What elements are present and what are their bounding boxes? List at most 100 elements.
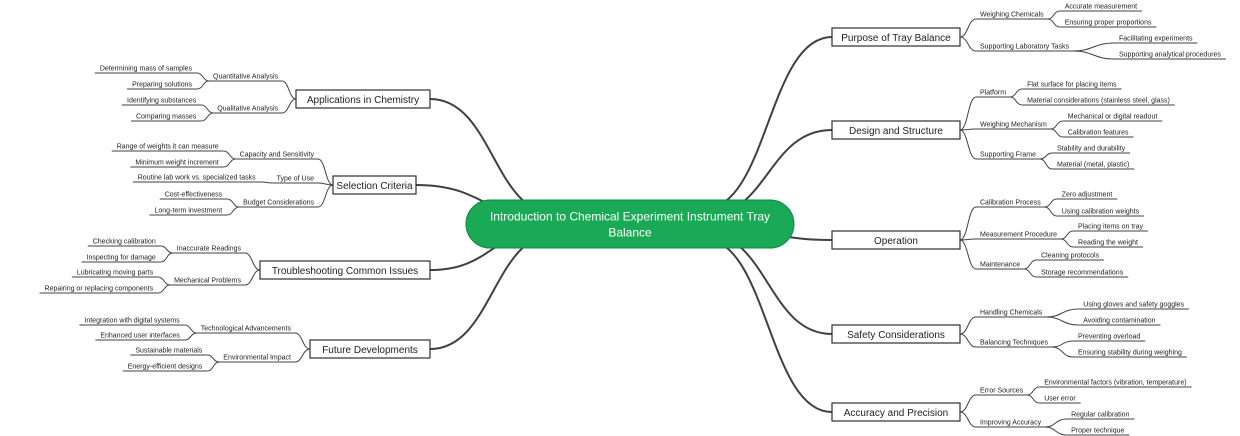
edge-leaf-comparing-masses	[201, 112, 214, 122]
sub-budget-considerations: Budget Considerations	[243, 200, 314, 207]
edge-sub-supporting-laboratory-tasks	[959, 36, 977, 52]
edge-main-purpose-of-tray-balance	[703, 36, 833, 211]
edge-sub-technological-advancements	[294, 332, 311, 350]
edge-leaf-inspecting-for-damage	[160, 252, 173, 263]
edge-leaf-long-term-investment	[227, 206, 240, 216]
leaf-supporting-analytical-procedures: Supporting analytical procedures	[1119, 52, 1221, 59]
sub-supporting-laboratory-tasks: Supporting Laboratory Tasks	[980, 44, 1069, 51]
leaf-storage-recommendations: Storage recommendations	[1041, 270, 1124, 277]
edge-sub-capacity-and-sensitivity	[317, 158, 334, 186]
leaf-preparing-solutions: Preparing solutions	[132, 82, 192, 89]
branch-operation[interactable]: Operation	[831, 230, 961, 250]
edge-leaf-routine-lab-work-vs-specialized-tasks	[260, 181, 273, 184]
central-topic[interactable]: Introduction to Chemical Experiment Inst…	[465, 199, 795, 249]
branch-box	[295, 89, 431, 109]
branch-safety-considerations[interactable]: Safety Considerations	[831, 324, 961, 344]
edge-sub-balancing-techniques	[959, 333, 977, 348]
sub-capacity-and-sensitivity: Capacity and Sensitivity	[240, 152, 315, 159]
branch-applications-in-chemistry[interactable]: Applications in Chemistry	[295, 89, 431, 109]
leaf-range-of-weights-it-can-measure: Range of weights it can measure	[117, 144, 219, 151]
leaf-reading-the-weight: Reading the weight	[1078, 240, 1138, 247]
leaf-repairing-or-replacing-components: Repairing or replacing components	[45, 286, 154, 293]
branch-label: Future Developments	[322, 345, 418, 356]
edge-leaf-minimum-weight-increment	[223, 158, 236, 168]
sub-weighing-chemicals: Weighing Chemicals	[980, 12, 1044, 19]
leaf-inspecting-for-damage: Inspecting for damage	[87, 255, 156, 262]
edge-leaf-storage-recommendations	[1024, 268, 1037, 278]
leaf-accurate-measurement: Accurate measurement	[1065, 4, 1137, 11]
edge-leaf-material-considerations-stainless-steel-glass	[1009, 96, 1023, 106]
sub-maintenance: Maintenance	[980, 262, 1020, 269]
branch-purpose-of-tray-balance[interactable]: Purpose of Tray Balance	[831, 27, 961, 47]
leaf-enhanced-user-interfaces: Enhanced user interfaces	[100, 333, 180, 340]
leaf-calibration-features: Calibration features	[1068, 130, 1129, 137]
edge-leaf-identifying-substances	[201, 104, 214, 114]
branch-future-developments[interactable]: Future Developments	[309, 339, 431, 359]
branch-selection-criteria[interactable]: Selection Criteria	[332, 175, 417, 195]
leaf-mechanical-or-digital-readout: Mechanical or digital readout	[1068, 114, 1158, 121]
edge-leaf-using-calibration-weights	[1044, 206, 1057, 217]
sub-mechanical-problems: Mechanical Problems	[174, 278, 241, 285]
sub-supporting-frame: Supporting Frame	[980, 152, 1036, 159]
branch-accuracy-and-precision[interactable]: Accuracy and Precision	[831, 402, 961, 422]
leaf-energy-efficient-designs: Energy-efficient designs	[128, 364, 203, 371]
leaf-sustainable-materials: Sustainable materials	[135, 348, 202, 355]
branch-troubleshooting-common-issues[interactable]: Troubleshooting Common Issues	[259, 260, 431, 280]
edge-leaf-range-of-weights-it-can-measure	[223, 150, 236, 160]
sub-quantitative-analysis: Quantitative Analysis	[213, 74, 278, 81]
mind-map-edges	[39, 10, 1226, 436]
leaf-flat-surface-for-placing-items: Flat surface for placing items	[1027, 82, 1117, 89]
leaf-zero-adjustment: Zero adjustment	[1062, 192, 1113, 199]
branch-design-and-structure[interactable]: Design and Structure	[831, 120, 961, 140]
edge-sub-mechanical-problems	[244, 269, 261, 286]
edge-leaf-avoiding-contamination	[1046, 316, 1079, 326]
branch-box	[309, 339, 431, 359]
edge-leaf-determining-mass-of-samples	[196, 72, 210, 82]
branch-box	[831, 27, 961, 47]
edge-leaf-cleaning-protocols	[1024, 259, 1037, 270]
edge-leaf-placing-items-on-tray	[1060, 230, 1074, 240]
edge-leaf-proper-technique	[1045, 426, 1067, 436]
sub-inaccurate-readings: Inaccurate Readings	[177, 246, 242, 253]
leaf-environmental-factors-vibration-temperature: Environmental factors (vibration, temper…	[1044, 380, 1186, 387]
leaf-determining-mass-of-samples: Determining mass of samples	[100, 66, 193, 73]
branch-label: Accuracy and Precision	[844, 408, 949, 419]
sub-technological-advancements: Technological Advancements	[201, 326, 292, 333]
edge-leaf-flat-surface-for-placing-items	[1009, 88, 1023, 98]
branch-box	[259, 260, 431, 280]
central-topic-line-1: Introduction to Chemical Experiment Inst…	[490, 210, 770, 224]
leaf-preventing-overload: Preventing overload	[1078, 334, 1140, 341]
leaf-long-term-investment: Long-term investment	[154, 208, 222, 215]
leaf-proper-technique: Proper technique	[1071, 428, 1124, 435]
central-topic-line-2: Balance	[608, 226, 652, 240]
edge-leaf-stability-and-durability	[1039, 152, 1053, 160]
leaf-regular-calibration: Regular calibration	[1071, 412, 1129, 419]
branch-label: Safety Considerations	[847, 330, 945, 341]
edge-main-accuracy-and-precision	[703, 238, 833, 413]
edge-leaf-lubricating-moving-parts	[158, 276, 171, 286]
leaf-avoiding-contamination: Avoiding contamination	[1083, 318, 1155, 325]
edge-leaf-zero-adjustment	[1044, 198, 1057, 208]
edge-sub-supporting-frame	[959, 129, 977, 160]
edge-main-applications-in-chemistry	[429, 98, 557, 215]
leaf-integration-with-digital-systems: Integration with digital systems	[84, 318, 180, 325]
branch-box	[831, 230, 961, 250]
edge-main-future-developments	[429, 233, 557, 350]
edge-sub-error-sources	[959, 394, 977, 413]
edge-leaf-ensuring-stability-during-weighing	[1051, 346, 1074, 358]
edge-leaf-regular-calibration	[1045, 418, 1067, 428]
leaf-material-metal-plastic: Material (metal, plastic)	[1057, 162, 1129, 169]
branch-box	[831, 120, 961, 140]
edge-leaf-mechanical-or-digital-readout	[1050, 120, 1063, 130]
edge-sub-environmental-impact	[294, 348, 311, 363]
edge-sub-inaccurate-readings	[244, 252, 261, 271]
leaf-user-error: User error	[1044, 396, 1076, 403]
leaf-checking-calibration: Checking calibration	[93, 239, 156, 246]
edge-sub-platform	[959, 96, 977, 131]
edge-leaf-accurate-measurement	[1047, 10, 1060, 20]
branch-label: Design and Structure	[849, 126, 943, 137]
leaf-cost-effectiveness: Cost-effectiveness	[165, 192, 223, 199]
branch-label: Selection Criteria	[336, 181, 413, 192]
edge-sub-budget-considerations	[317, 184, 334, 208]
edge-sub-calibration-process	[959, 206, 977, 241]
